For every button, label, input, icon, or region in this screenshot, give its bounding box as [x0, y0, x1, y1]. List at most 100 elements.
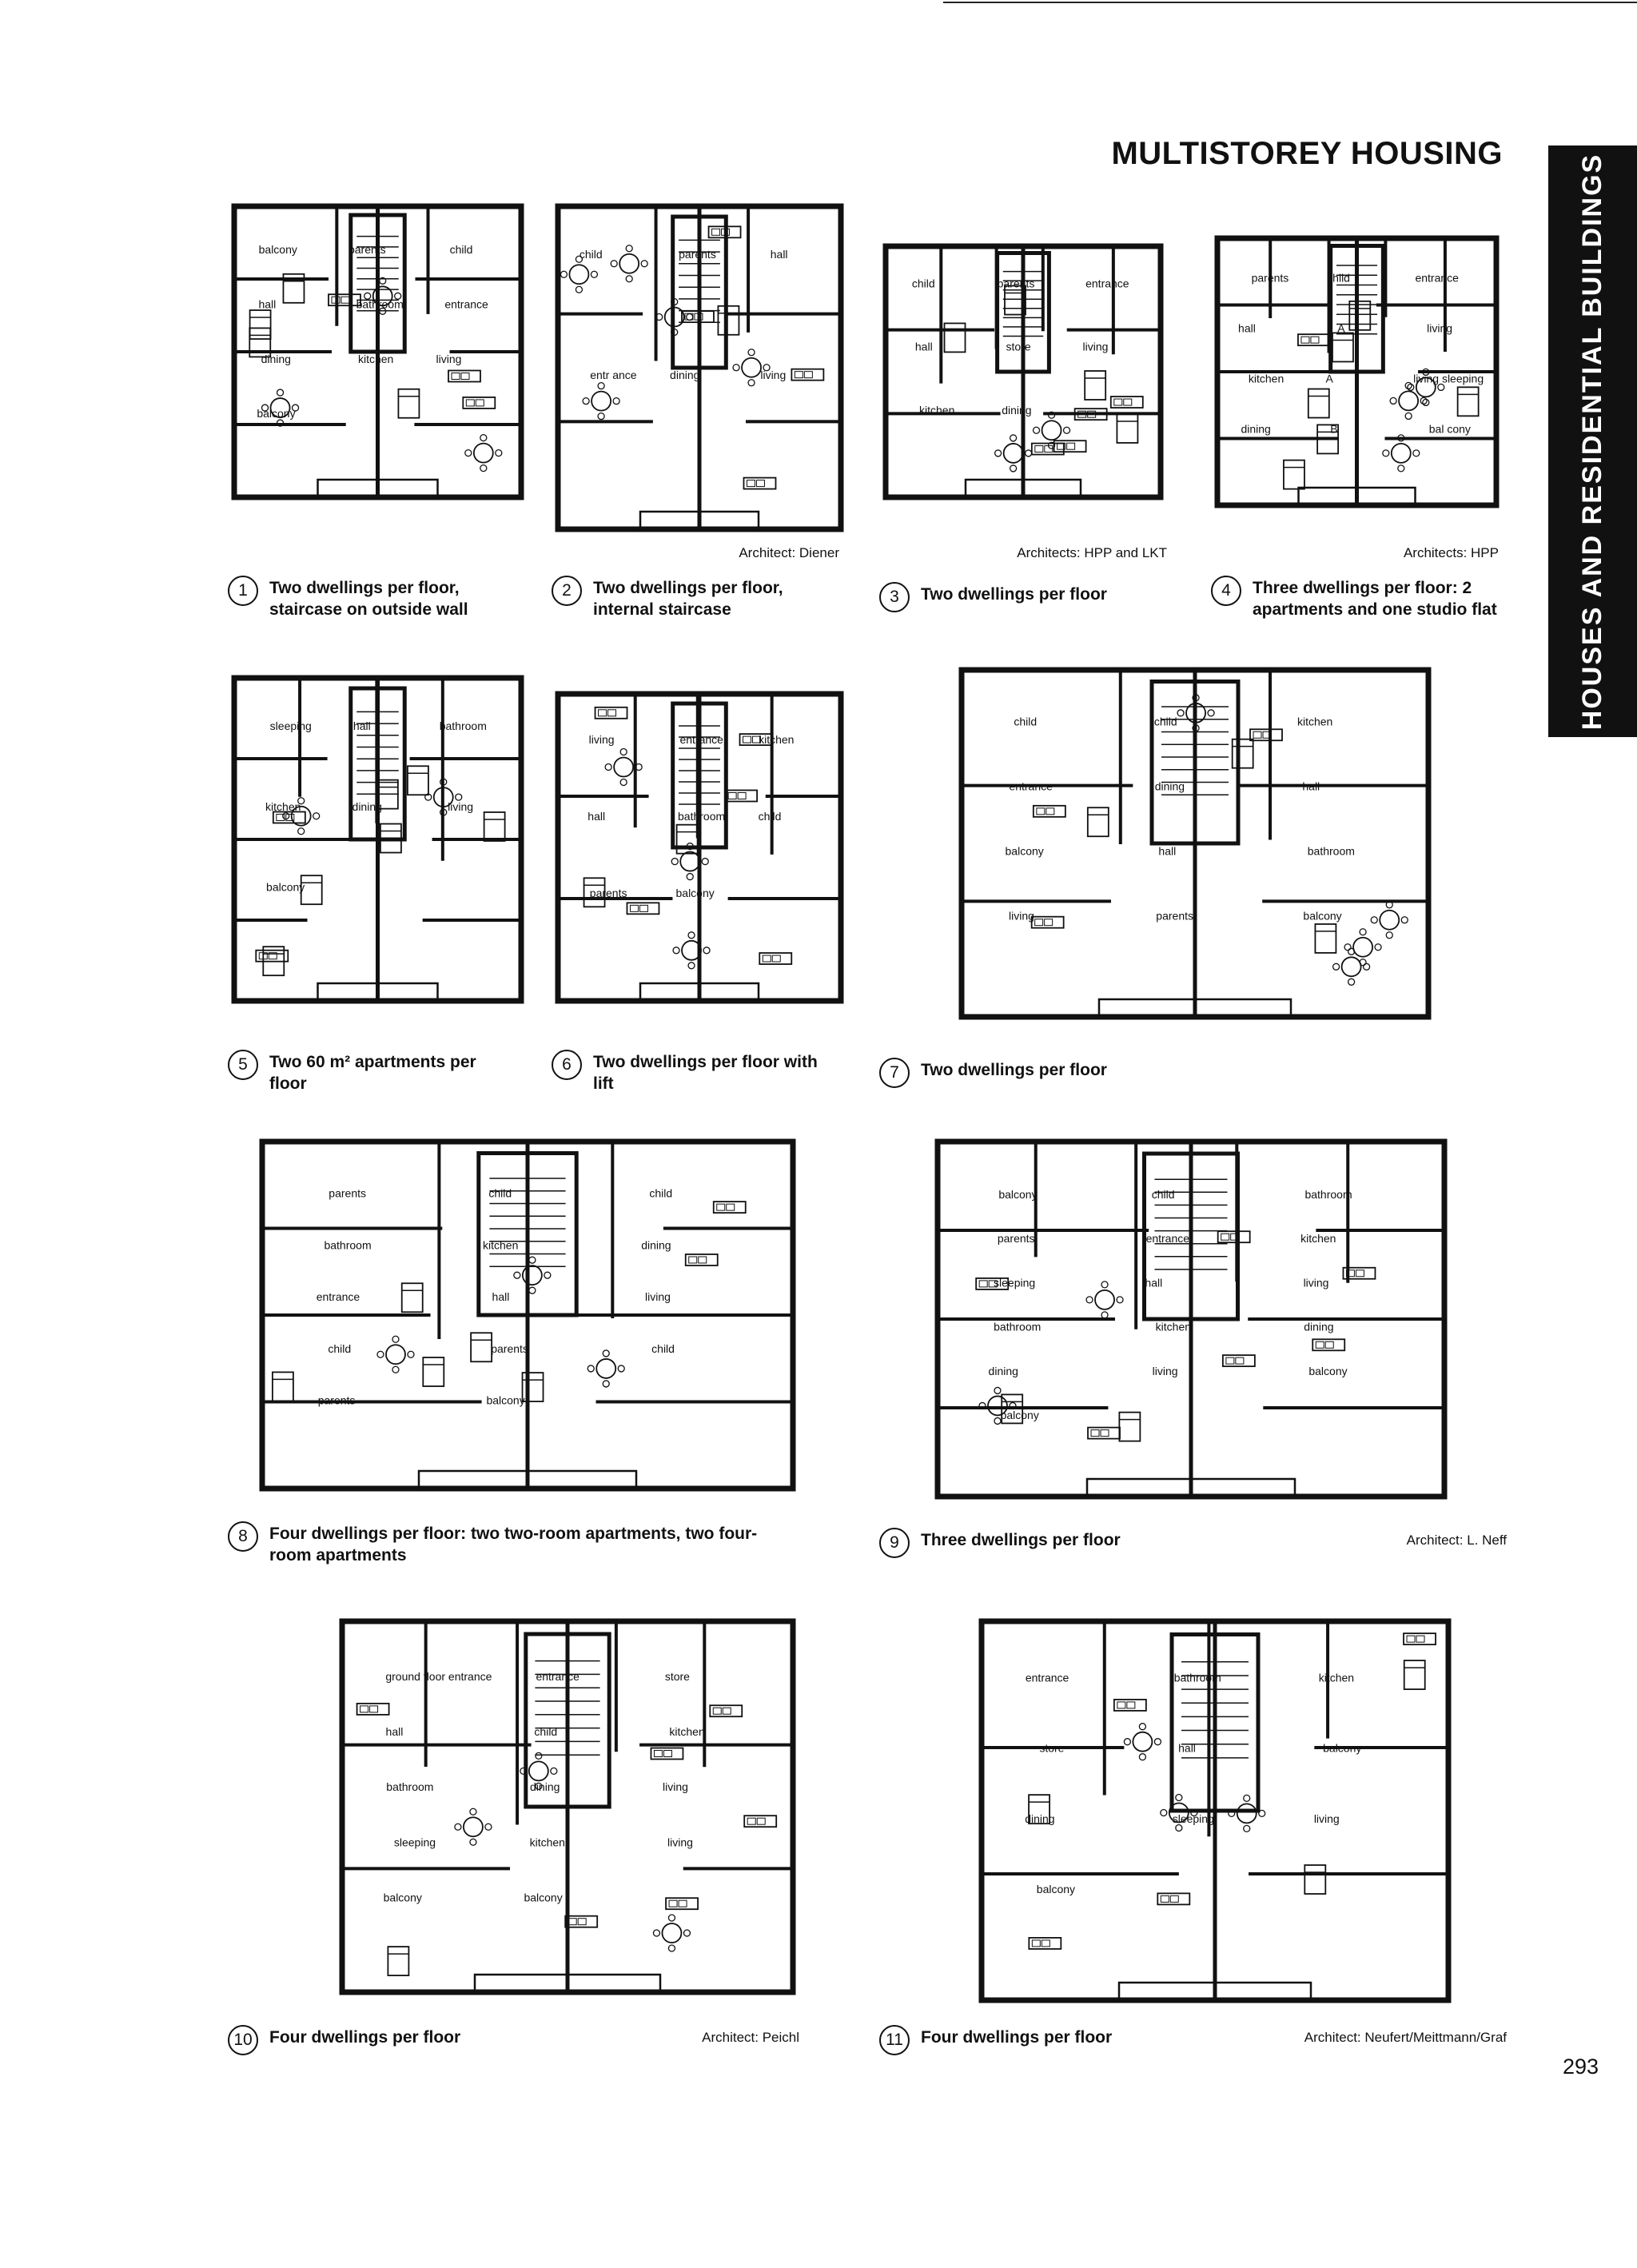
room-label: parents	[491, 1342, 528, 1355]
room-label: hall	[492, 1290, 510, 1303]
room-label: kitchen	[1319, 1672, 1354, 1684]
room-label: bathroom	[994, 1321, 1041, 1333]
room-label: living	[1009, 910, 1034, 923]
figure-number: 4	[1211, 576, 1241, 606]
room-label: sleeping	[394, 1836, 436, 1848]
room-label: child	[1152, 1188, 1175, 1201]
room-label: kitchen	[1249, 373, 1284, 385]
room-label: balcony	[1037, 1883, 1075, 1895]
room-label: parents	[998, 277, 1035, 290]
room-label: living	[1427, 322, 1452, 335]
room-label: entrance	[679, 733, 723, 746]
room-label: balcony	[259, 243, 297, 256]
room-label: living	[589, 733, 615, 746]
room-label: bathroom	[356, 297, 404, 310]
room-label: child	[651, 1342, 675, 1355]
room-label: kitchen	[265, 800, 301, 813]
page-title: MULTISTOREY HOUSING	[1111, 136, 1503, 171]
room-label: A	[1325, 373, 1333, 385]
room-label: bathroom	[1304, 1188, 1352, 1201]
caption-text: Two dwellings per floor	[921, 585, 1107, 604]
room-label: entrance	[317, 1290, 360, 1303]
page-number: 293	[1562, 2055, 1599, 2079]
room-label: balcony	[1308, 1365, 1347, 1377]
room-label: balcony	[998, 1188, 1037, 1201]
room-label: bathroom	[324, 1238, 371, 1251]
architect-credit: Architect: Peichl	[702, 2030, 799, 2045]
room-label: bathroom	[440, 719, 487, 732]
room-label: parents	[1156, 910, 1193, 923]
figure-number: 5	[228, 1050, 258, 1080]
room-label: parents	[998, 1232, 1035, 1245]
caption-5: 5 Two 60 m² apartments per floor	[228, 1050, 516, 1094]
room-label: child	[912, 277, 935, 290]
room-label: A	[1337, 322, 1345, 335]
room-label: child	[488, 1187, 512, 1200]
room-label: parents	[349, 243, 386, 256]
caption-text: Two dwellings per floor, internal stairc…	[593, 579, 783, 619]
room-label: balcony	[486, 1394, 524, 1407]
room-label: parents	[318, 1394, 356, 1407]
room-label: kitchen	[919, 404, 954, 417]
caption-text: Four dwellings per floor: two two-room a…	[269, 1525, 758, 1564]
room-label: ground floor entrance	[385, 1670, 492, 1683]
room-label: entrance	[1415, 272, 1459, 285]
room-label: kitchen	[483, 1238, 518, 1251]
caption-text: Three dwellings per floor	[921, 1531, 1121, 1549]
room-label: dining	[1155, 780, 1185, 793]
caption-text: Two dwellings per floor, staircase on ou…	[269, 579, 468, 619]
room-label: hall	[258, 297, 276, 310]
caption-9: 9 Three dwellings per floor	[879, 1528, 1183, 1558]
caption-text: Two dwellings per floor	[921, 1061, 1107, 1079]
room-label: balcony	[1323, 1742, 1361, 1755]
room-label: child	[328, 1342, 351, 1355]
figure-number: 9	[879, 1528, 910, 1558]
room-label: dining	[1025, 1812, 1054, 1825]
room-label: kitchen	[1300, 1232, 1336, 1245]
room-label: bathroom	[1174, 1672, 1221, 1684]
room-label: hall	[1158, 845, 1176, 858]
room-label: child	[534, 1725, 557, 1738]
room-label: hall	[587, 810, 605, 823]
architect-credit: Architect: Neufert/Meittmann/Graf	[1304, 2030, 1507, 2045]
figure-number: 10	[228, 2025, 258, 2055]
room-label: child	[649, 1187, 672, 1200]
caption-text: Two 60 m² apartments per floor	[269, 1053, 476, 1093]
room-label: kitchen	[669, 1725, 704, 1738]
room-label: living sleeping	[1413, 373, 1484, 385]
room-label: living	[1153, 1365, 1178, 1377]
room-label: hall	[1238, 322, 1256, 335]
room-label: living	[760, 369, 786, 381]
room-label: balcony	[676, 887, 715, 899]
room-label: kitchen	[1297, 715, 1332, 728]
architect-credit: Architects: HPP and LKT	[1017, 545, 1167, 560]
caption-text: Two dwellings per floor with lift	[593, 1053, 818, 1093]
room-label: store	[1006, 341, 1031, 353]
room-label: child	[1154, 715, 1177, 728]
room-label: kitchen	[530, 1836, 565, 1848]
caption-text: Four dwellings per floor	[921, 2028, 1113, 2047]
room-label: dining	[261, 353, 291, 365]
room-label: bal cony	[1429, 423, 1471, 436]
figure-number: 3	[879, 582, 910, 612]
room-label: hall	[771, 248, 788, 261]
section-tab: HOUSES AND RESIDENTIAL BUILDINGS	[1548, 145, 1637, 737]
room-label: living	[667, 1836, 693, 1848]
caption-text: Four dwellings per floor	[269, 2028, 461, 2047]
room-label: sleeping	[994, 1276, 1035, 1289]
room-label: bathroom	[386, 1780, 433, 1793]
room-label: dining	[670, 369, 699, 381]
room-label: hall	[1178, 1742, 1196, 1755]
room-label: sleeping	[270, 719, 312, 732]
room-label: child	[450, 243, 473, 256]
